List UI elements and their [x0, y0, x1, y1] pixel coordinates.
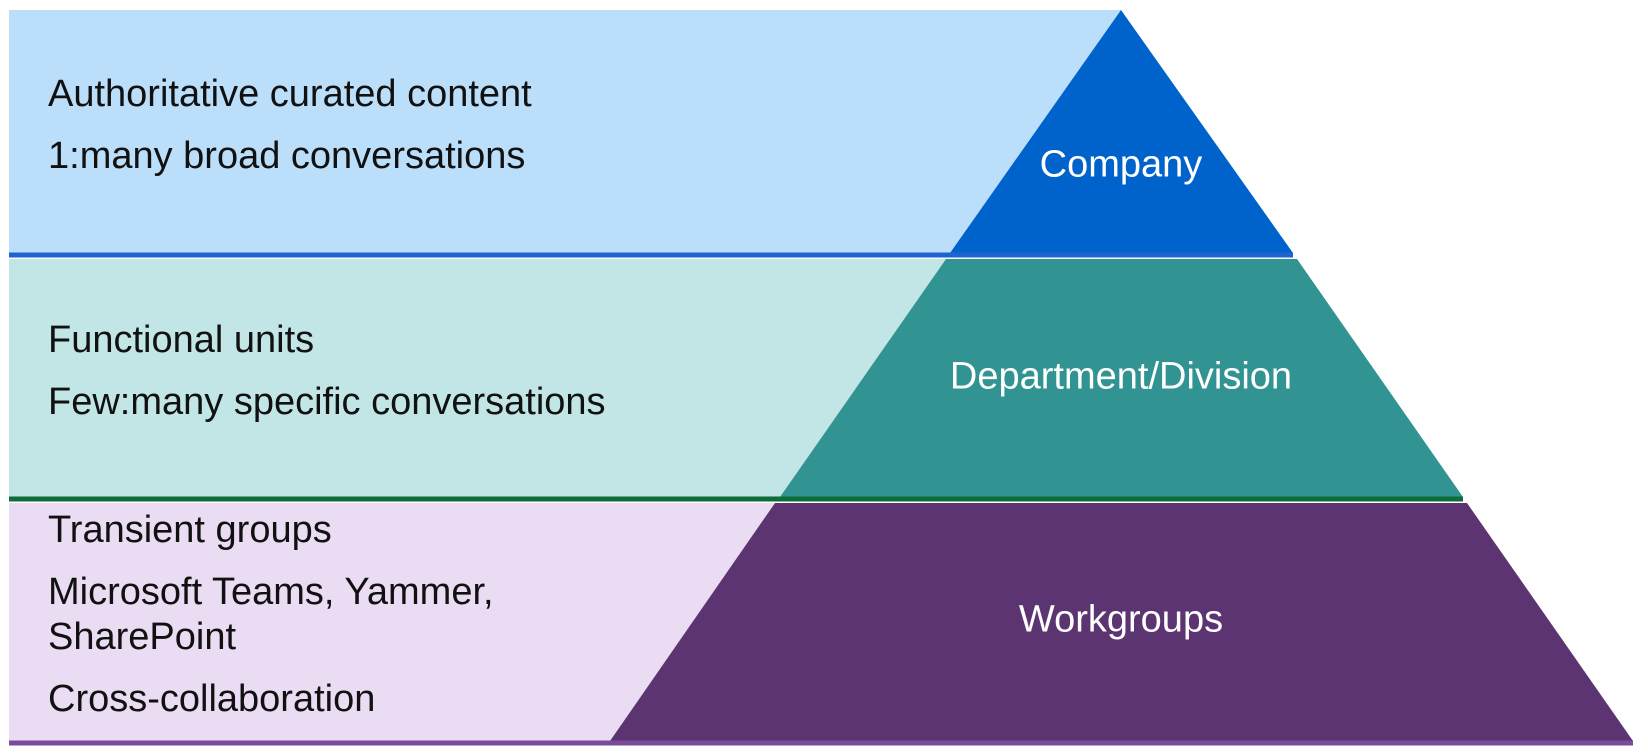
tier2-label: Department/Division — [949, 355, 1293, 398]
tier1-triangle — [950, 10, 1293, 253]
tier3-label: Workgroups — [1018, 598, 1224, 641]
tier2-line-1: Functional units — [48, 319, 315, 361]
tier1-line-2: 1:many broad conversations — [48, 134, 526, 177]
tier1-label: Company — [1039, 143, 1203, 186]
tier2-triangle — [780, 259, 1463, 497]
tier1-band — [9, 10, 1121, 253]
tier3-line-3: SharePoint — [48, 616, 237, 659]
tier3-band — [9, 503, 775, 741]
tier3-line-1: Transient groups — [48, 509, 332, 551]
tier1-description: Authoritative curated content 1:many bro… — [48, 72, 532, 179]
tier3-line-4: Cross-collaboration — [48, 677, 376, 720]
tier2-description: Functional units Few:many specific conve… — [48, 318, 606, 425]
tier3-line-2: Microsoft Teams, Yammer, — [48, 570, 494, 613]
tier3-triangle — [610, 503, 1633, 741]
tier2-line-2: Few:many specific conversations — [48, 380, 606, 423]
tier3-description: Transient groups Microsoft Teams, Yammer… — [48, 508, 494, 722]
tier1-line-1: Authoritative curated content — [48, 73, 532, 115]
tier2-band — [9, 259, 946, 497]
